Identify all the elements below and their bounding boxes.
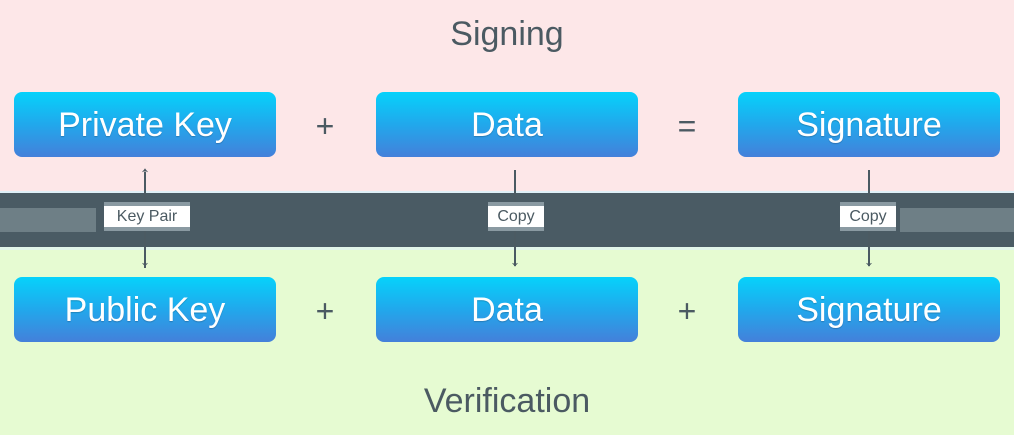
band-bar-right [900, 208, 1014, 232]
signing-title: Signing [450, 15, 564, 53]
equals-operator: = [677, 108, 697, 144]
key-pair-label: Key Pair [104, 206, 190, 227]
band-bar-left [0, 208, 96, 232]
data-box: Data [376, 92, 638, 157]
private-key-box: Private Key [14, 92, 276, 157]
plus-operator: + [677, 293, 697, 329]
divider-stripe [0, 191, 1014, 194]
arrow-up-icon: ↑ [139, 161, 151, 186]
verification-title: Verification [423, 382, 591, 420]
data-copy-label: Copy [488, 206, 544, 227]
public-key-box: Public Key [14, 277, 276, 342]
signature-box: Signature [738, 92, 1000, 157]
arrow-down-icon: ↓ [139, 246, 151, 271]
signature-copy-label: Copy [840, 206, 896, 227]
divider-stripe [0, 247, 1014, 250]
plus-operator: + [315, 108, 335, 144]
arrow-down-icon: ↓ [863, 246, 875, 271]
signature-box: Signature [738, 277, 1000, 342]
data-box: Data [376, 277, 638, 342]
plus-operator: + [315, 293, 335, 329]
arrow-down-icon: ↓ [509, 246, 521, 271]
